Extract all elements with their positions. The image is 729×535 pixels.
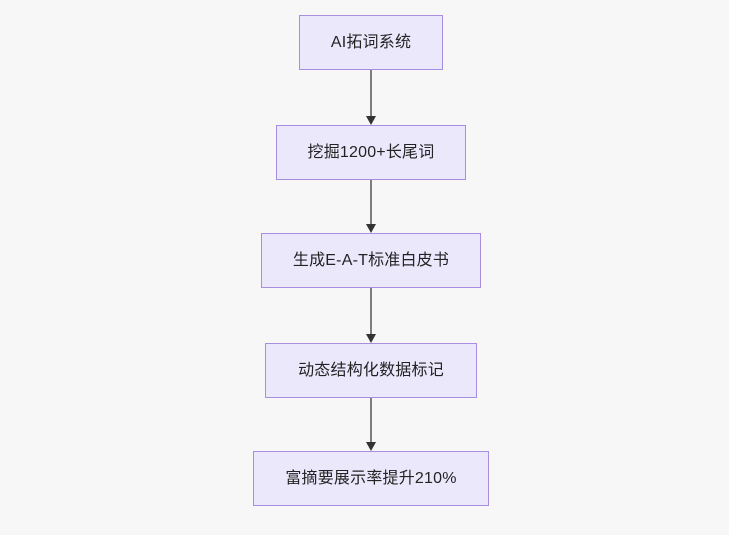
edge-line	[370, 70, 372, 117]
flowchart-node-label: 挖掘1200+长尾词	[307, 143, 435, 161]
edge-n3-n4	[362, 288, 380, 343]
flowchart-node-4[interactable]: 动态结构化数据标记	[265, 343, 477, 398]
flowchart-node-label: 生成E-A-T标准白皮书	[292, 251, 450, 269]
flowchart-node-3[interactable]: 生成E-A-T标准白皮书	[261, 233, 481, 288]
flowchart-node-label: 动态结构化数据标记	[298, 361, 444, 379]
edge-line	[370, 180, 372, 225]
flowchart-node-label: AI拓词系统	[330, 33, 412, 51]
edge-n2-n3	[362, 180, 380, 233]
edge-n1-n2	[362, 70, 380, 125]
arrow-down-icon	[366, 442, 376, 451]
arrow-down-icon	[366, 334, 376, 343]
edge-line	[370, 288, 372, 335]
edge-n4-n5	[362, 398, 380, 451]
arrow-down-icon	[366, 224, 376, 233]
flowchart-node-1[interactable]: AI拓词系统	[299, 15, 443, 70]
flowchart-node-2[interactable]: 挖掘1200+长尾词	[276, 125, 466, 180]
flowchart-node-label: 富摘要展示率提升210%	[285, 469, 457, 487]
arrow-down-icon	[366, 116, 376, 125]
flowchart-node-5[interactable]: 富摘要展示率提升210%	[253, 451, 489, 506]
edge-line	[370, 398, 372, 443]
